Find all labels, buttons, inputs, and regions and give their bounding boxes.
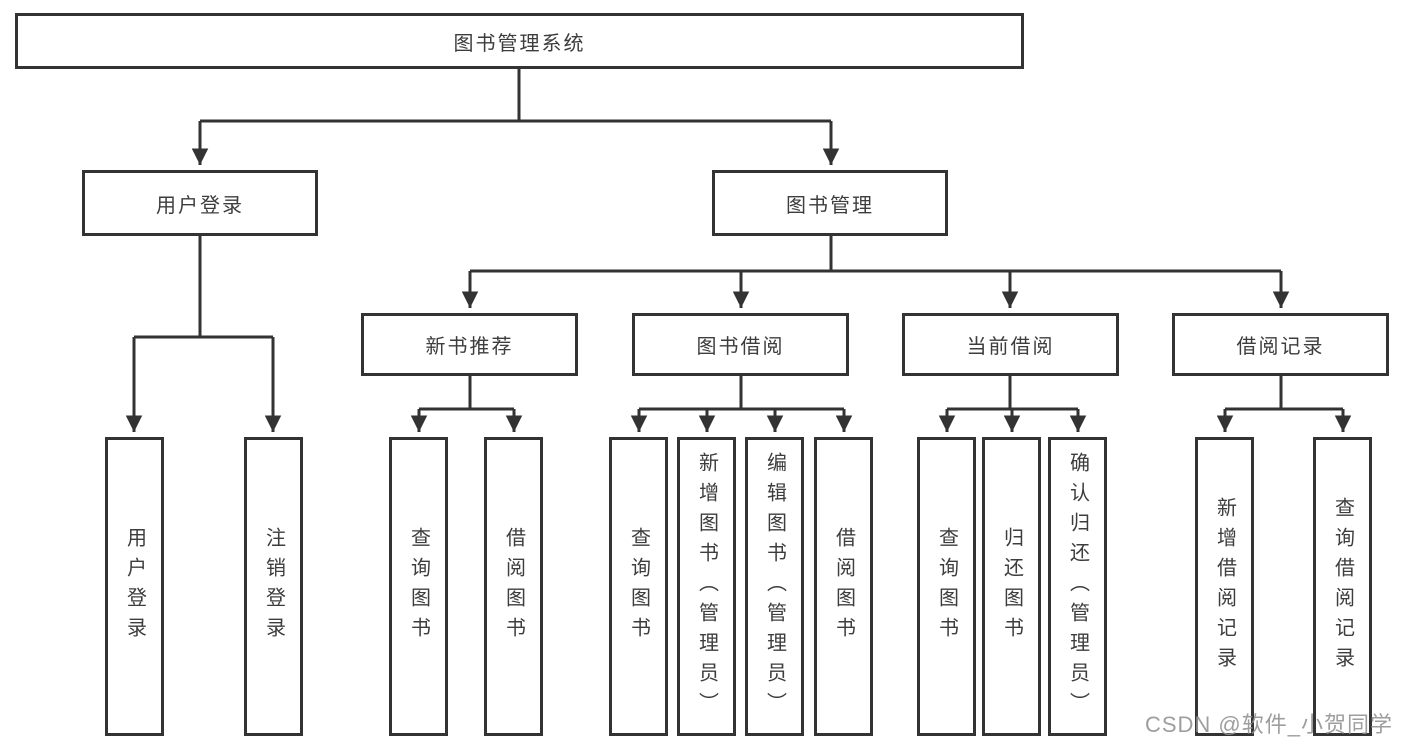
node-new-book-recommend: 新书推荐 xyxy=(361,313,578,376)
node-label: 借阅图书 xyxy=(832,526,855,647)
leaf-current-return-books: 归还图书 xyxy=(982,437,1041,736)
node-label: 确认归还（管理员） xyxy=(1066,451,1089,722)
node-label: 用户登录 xyxy=(156,194,244,217)
node-label: 图书管理 xyxy=(786,194,874,217)
leaf-current-confirm-return-admin: 确认归还（管理员） xyxy=(1048,437,1107,736)
node-label: 新书推荐 xyxy=(425,336,514,358)
leaf-user-login: 用户登录 xyxy=(105,437,164,736)
node-label: 注销登录 xyxy=(262,526,285,647)
node-label: 新增借阅记录 xyxy=(1213,496,1236,677)
leaf-recommend-query-books: 查询图书 xyxy=(389,437,448,736)
node-label: 归还图书 xyxy=(1000,526,1023,647)
node-label: 查询图书 xyxy=(935,526,958,647)
node-label: 图书管理系统 xyxy=(453,32,586,55)
node-label: 用户登录 xyxy=(123,526,146,647)
leaf-records-add-record: 新增借阅记录 xyxy=(1195,437,1254,736)
leaf-borrowing-borrow-books: 借阅图书 xyxy=(814,437,873,736)
node-label: 编辑图书（管理员） xyxy=(763,451,786,722)
node-label: 借阅图书 xyxy=(502,526,525,647)
leaf-recommend-borrow-books: 借阅图书 xyxy=(484,437,543,736)
node-label: 查询图书 xyxy=(407,526,430,647)
node-library-management-system: 图书管理系统 xyxy=(15,13,1024,69)
csdn-watermark: CSDN @软件_小贺同学 xyxy=(1144,712,1393,737)
node-label: 查询图书 xyxy=(627,526,650,647)
leaf-borrowing-edit-books-admin: 编辑图书（管理员） xyxy=(745,437,804,736)
node-book-management: 图书管理 xyxy=(712,170,948,236)
node-label: 图书借阅 xyxy=(696,336,785,358)
leaf-records-query-record: 查询借阅记录 xyxy=(1313,437,1372,736)
node-user-login: 用户登录 xyxy=(82,170,318,236)
leaf-borrowing-query-books: 查询图书 xyxy=(609,437,668,736)
node-current-borrowing: 当前借阅 xyxy=(902,313,1119,376)
node-borrowing-records: 借阅记录 xyxy=(1172,313,1389,376)
leaf-current-query-books: 查询图书 xyxy=(917,437,976,736)
node-label: 查询借阅记录 xyxy=(1331,496,1354,677)
node-label: 新增图书（管理员） xyxy=(695,451,718,722)
node-label: 当前借阅 xyxy=(966,336,1055,358)
leaf-logout: 注销登录 xyxy=(244,437,303,736)
leaf-borrowing-add-books-admin: 新增图书（管理员） xyxy=(677,437,736,736)
node-label: 借阅记录 xyxy=(1236,336,1325,358)
node-book-borrowing: 图书借阅 xyxy=(632,313,849,376)
